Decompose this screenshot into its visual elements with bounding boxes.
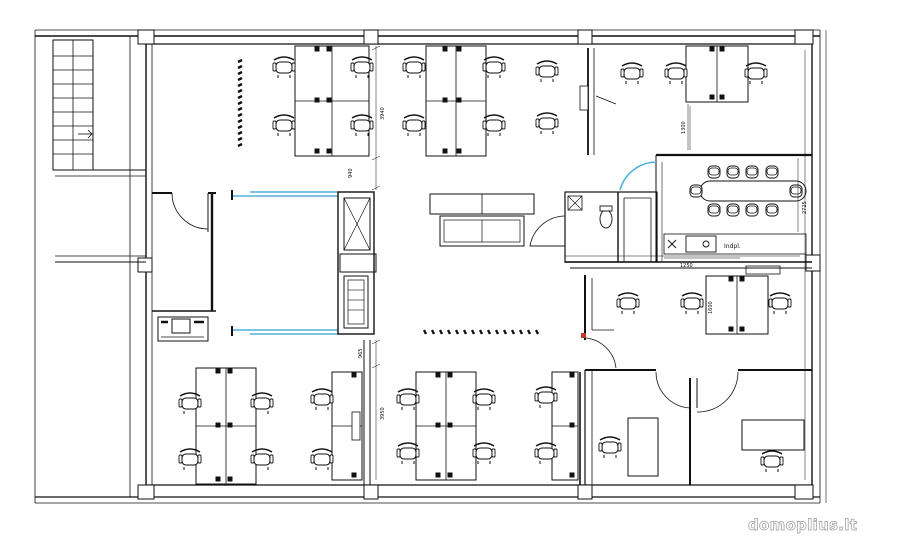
wc-block (529, 191, 812, 269)
meeting-room (619, 155, 807, 275)
storage-room (152, 192, 216, 342)
bench-marks (237, 58, 540, 335)
desk-cluster-bottom-center (396, 371, 496, 481)
lounge-sofa (429, 193, 535, 247)
exterior-walls (34, 29, 827, 504)
center-partition (363, 340, 371, 485)
glass-partitions (232, 191, 338, 335)
dim-1600: 1600 (708, 301, 714, 314)
desk-cluster-bottom-center-left (310, 371, 363, 481)
kitchen-label: Indpl. (724, 243, 741, 250)
desk-cluster-top-center (402, 45, 559, 157)
dim-1300: 1300 (681, 121, 687, 134)
dim-3950: 3950 (380, 407, 386, 420)
desk-cluster-top-left (272, 45, 374, 157)
watermark: domoplius.lt (748, 516, 857, 534)
dim-1250: 1250 (680, 263, 693, 269)
dim-940: 940 (348, 168, 354, 178)
shaft-core (337, 191, 377, 335)
office-top-right (579, 45, 812, 157)
dimension-lines (371, 45, 799, 480)
dim-2725: 2725 (802, 201, 808, 214)
dim-965: 965 (358, 348, 364, 358)
dim-3940: 3940 (380, 107, 386, 120)
office-right-middle (581, 275, 792, 369)
desk-cluster-bottom-right (534, 371, 581, 485)
office-bottom-right (584, 369, 812, 485)
staircase (52, 39, 146, 263)
desk-cluster-bottom-left (178, 367, 274, 485)
